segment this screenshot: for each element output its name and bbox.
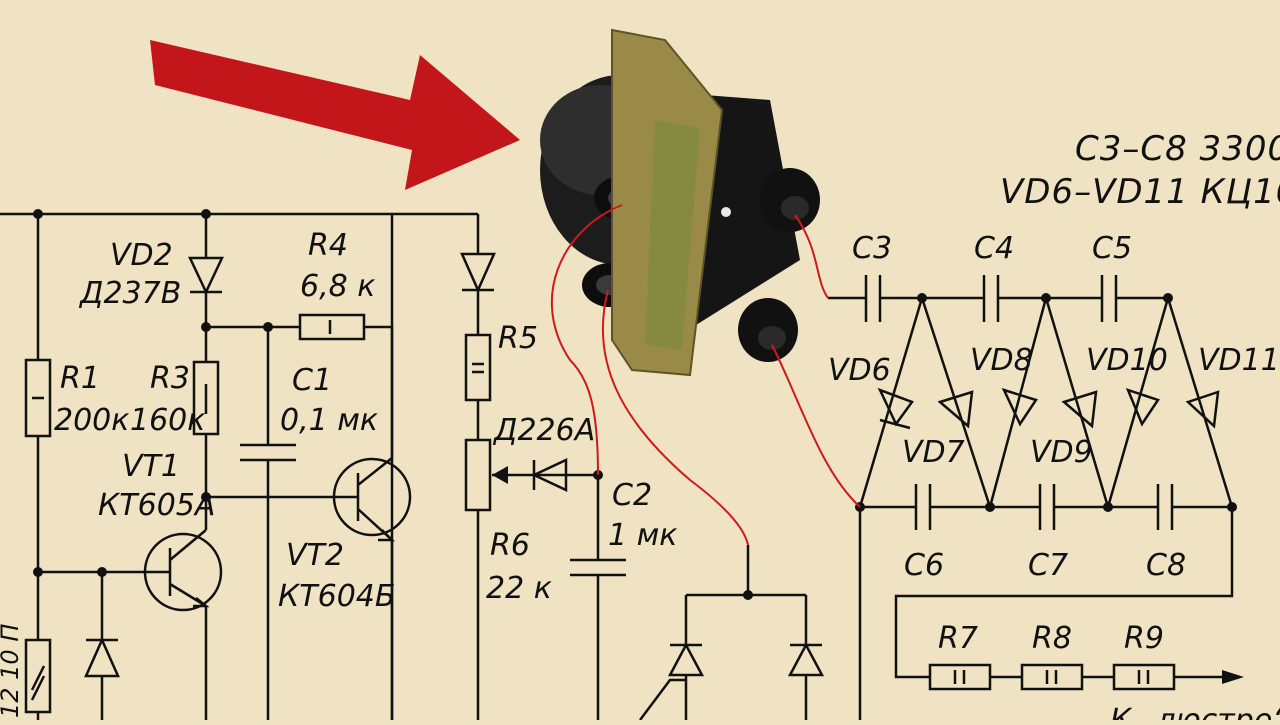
multiplier-diodes	[877, 387, 1220, 430]
left-cut-label: 12 10 П	[0, 624, 24, 718]
c1-label: С1	[292, 363, 332, 398]
r5-label: R5	[498, 321, 538, 356]
bottom-left-resistor-symbol	[24, 638, 52, 714]
vd11-label: VD11	[1198, 343, 1280, 378]
vd7-label: VD7	[902, 435, 965, 470]
output-resistors	[928, 663, 1176, 691]
c1-value-label: 0,1 мк	[280, 403, 378, 438]
junction-dots-left	[33, 209, 753, 600]
c3-label: С3	[852, 231, 892, 266]
vt1-transistor-symbol	[143, 529, 223, 612]
r1-resistor-symbol	[24, 358, 52, 438]
vd2-diode-symbol	[188, 256, 224, 295]
labels-group: С3–С8 3300 VD6–VD11 КЦ106Г VD2 Д237В R4 …	[0, 129, 1280, 725]
r3-label: R3	[150, 361, 190, 396]
r5-resistor-symbol	[464, 333, 492, 402]
r4-label: R4	[308, 228, 348, 263]
coil-terminal-bottom-right	[738, 298, 798, 362]
c8-label: С8	[1146, 548, 1186, 583]
d226a-diode-symbol	[531, 458, 568, 492]
red-pointer-arrow	[150, 40, 520, 190]
bridge-diode-right-symbol	[787, 642, 825, 677]
r4-value-label: 6,8 к	[300, 269, 375, 304]
c2-capacitor-symbol	[570, 558, 626, 577]
r4-resistor-symbol	[298, 313, 366, 341]
c2-value-label: 1 мк	[608, 518, 677, 553]
r6-label: R6	[490, 528, 530, 563]
vd6-label: VD6	[828, 353, 891, 388]
junction-dots-right	[855, 293, 1237, 512]
vd10-label: VD10	[1086, 343, 1168, 378]
vd2-type-label: Д237В	[78, 276, 181, 311]
bridge-diode-left-symbol	[667, 642, 705, 677]
vt2-transistor-symbol	[332, 214, 412, 542]
r6-potentiometer-symbol	[464, 438, 492, 512]
r3-value-label: 160к	[130, 403, 205, 438]
r1-label: R1	[60, 361, 100, 396]
vt2-label: VT2	[286, 538, 344, 573]
multiplier-capacitors	[864, 275, 1174, 530]
vt1-type-label: КТ605А	[98, 488, 215, 523]
r6-wiper-arrow	[492, 466, 508, 484]
output-label: К „люстре“	[1110, 703, 1280, 720]
r6-value-label: 22 к	[486, 571, 552, 606]
r3-resistor-symbol	[192, 360, 220, 436]
c2-label: С2	[612, 478, 652, 513]
coil-terminal-top-right	[760, 168, 820, 232]
c6-label: С6	[904, 548, 944, 583]
vt2-type-label: КТ604Б	[278, 579, 395, 614]
top-diode-symbol	[460, 252, 496, 294]
r9-label: R9	[1124, 621, 1164, 656]
d226a-label: Д226А	[492, 413, 595, 448]
caps-spec-label: С3–С8 3300	[1075, 129, 1280, 169]
vd8-label: VD8	[970, 343, 1033, 378]
ignition-coil-image	[540, 28, 820, 377]
r7-label: R7	[938, 621, 978, 656]
diodes-spec-label: VD6–VD11 КЦ106Г	[1000, 172, 1280, 212]
vd2-label: VD2	[110, 238, 173, 273]
c1-capacitor-symbol	[240, 443, 296, 462]
vd9-label: VD9	[1030, 435, 1093, 470]
coil-red-wires	[550, 204, 861, 546]
c5-label: С5	[1092, 231, 1132, 266]
zener-diode-symbol	[84, 636, 120, 678]
c7-label: С7	[1028, 548, 1068, 583]
vt1-label: VT1	[122, 449, 180, 484]
r8-label: R8	[1032, 621, 1072, 656]
output-arrow	[1222, 670, 1244, 684]
r1-value-label: 200к	[54, 403, 129, 438]
c4-label: С4	[974, 231, 1014, 266]
